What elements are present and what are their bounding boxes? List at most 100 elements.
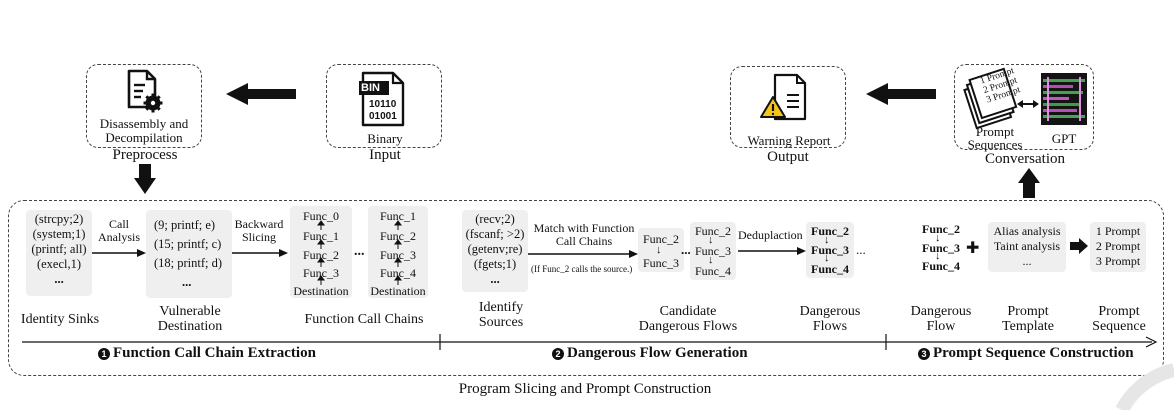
stage-number-badge: 1	[98, 347, 110, 360]
arrow-right-icon	[738, 247, 806, 255]
flow-func: Func_2	[643, 232, 679, 246]
chain-func: Func_1	[303, 229, 339, 243]
destination-item: (15; printf; c)	[154, 237, 222, 251]
input-box: BIN 10110 01001 Binary	[326, 64, 442, 148]
flow-func: Func_3	[921, 241, 960, 255]
sink-item: (printf; all)	[31, 242, 87, 256]
destination-item: ...	[182, 275, 192, 289]
conversation-caption: Conversation	[985, 151, 1065, 167]
output-caption: Output	[767, 149, 809, 165]
arrow-right-icon	[232, 249, 288, 257]
stage-number-badge: 3	[918, 347, 930, 360]
chain-func: Func_0	[303, 209, 339, 223]
gpt-label: GPT	[1051, 131, 1077, 146]
sequence-item: 3 Prompt	[1095, 254, 1141, 268]
input-caption: Input	[369, 147, 401, 163]
preprocess-caption: Preprocess	[112, 147, 178, 163]
gpt-logo-icon	[1041, 73, 1087, 125]
sources-label: Identify Sources	[478, 300, 524, 330]
preprocess-box-label: Disassembly and Decompilation	[99, 116, 189, 145]
template-item: ...	[1022, 254, 1032, 268]
sources-box: (recv;2) (fscanf; >2) (getenv;re) (fgets…	[462, 210, 528, 292]
chain-func: Func_3	[380, 248, 416, 262]
chain-destination: Destination	[370, 284, 426, 298]
down-arrow-glyph: ↓	[824, 234, 830, 246]
chain-destination: Destination	[293, 284, 349, 298]
flow-func: Func_2	[810, 224, 849, 238]
double-arrow-icon	[1017, 100, 1039, 108]
arrow-right-icon	[528, 250, 638, 258]
warning-report-icon	[760, 73, 807, 121]
chain-func: Func_1	[380, 209, 416, 223]
dangerous-flow-label: Dangerous Flow	[910, 304, 972, 334]
chain-func: Func_2	[303, 248, 339, 262]
destination-item: (9; printf; e)	[154, 218, 216, 232]
candidate-flow-a	[638, 228, 684, 272]
plus-icon: ✚	[966, 238, 980, 257]
stage2-title: 2 Dangerous Flow Generation	[552, 345, 748, 362]
destinations-box: (9; printf; e) (15; printf; c) (18; prin…	[146, 210, 232, 298]
prompt-sequence-label: Prompt Sequence	[1092, 304, 1146, 334]
left-arrow-icon	[866, 83, 936, 105]
arrow-right-icon	[92, 249, 146, 257]
down-arrow-glyph: ↓	[708, 254, 714, 266]
stage1-title: 1 Function Call Chain Extraction	[98, 345, 316, 362]
timeline-axis	[22, 334, 1158, 350]
stage-title-text: Dangerous Flow Generation	[567, 345, 748, 361]
flow-func: Func_4	[921, 259, 960, 273]
prompt-sequences-label: Prompt Sequences	[967, 124, 1023, 152]
template-item: Alias analysis	[993, 224, 1061, 238]
flow-func: Func_2	[921, 222, 960, 236]
backward-slicing-label: Backward Slicing	[234, 217, 284, 244]
stage-title-text: Prompt Sequence Construction	[933, 345, 1134, 361]
down-arrow-glyph: ↓	[708, 234, 714, 246]
sink-item: (execl,1)	[36, 257, 82, 271]
sink-item: (strcpy;2)	[34, 212, 84, 226]
output-box: Warning Report	[730, 66, 846, 148]
flow-func: Func_4	[695, 264, 731, 278]
down-arrow-icon	[134, 164, 156, 194]
prompt-papers-icon	[963, 67, 1018, 130]
chain-up-arrows	[394, 220, 402, 285]
call-analysis-label: Call Analysis	[98, 217, 140, 244]
figure-caption: Program Slicing and Prompt Construction	[458, 381, 712, 397]
stage3-title: 3 Prompt Sequence Construction	[918, 345, 1134, 362]
sequence-item: 1 Prompt	[1095, 224, 1141, 238]
bin-tag: BIN	[361, 82, 380, 94]
chains-label: Function Call Chains	[304, 312, 424, 327]
source-item: ...	[490, 272, 500, 286]
source-item: (getenv;re)	[467, 242, 523, 256]
chain-func: Func_3	[303, 266, 339, 280]
destination-item: (18; printf; d)	[154, 256, 223, 270]
main-pipeline-box	[8, 200, 1164, 376]
candidate-flow-b	[690, 222, 736, 280]
source-item: (recv;2)	[475, 212, 515, 226]
flow-func: Func_3	[810, 243, 849, 257]
chain-ellipsis: ...	[354, 244, 365, 259]
chain-func: Func_2	[380, 229, 416, 243]
source-item: (fgets;1)	[473, 257, 517, 271]
sink-item: ...	[54, 272, 64, 286]
template-item: Taint analysis	[993, 239, 1061, 253]
destinations-label: Vulnerable Destination	[157, 304, 223, 334]
watermark-curve-icon	[1115, 363, 1174, 410]
dangerous-ellipsis: ...	[856, 242, 866, 257]
input-box-label: Binary	[367, 131, 403, 146]
dedup-label: Deduplaction	[738, 228, 803, 242]
stage-title-text: Function Call Chain Extraction	[113, 345, 316, 361]
dangerous-flows-label: Dangerous Flows	[799, 304, 861, 334]
prompt-template-box: Alias analysis Taint analysis ...	[988, 222, 1066, 272]
sinks-label: Identity Sinks	[20, 312, 100, 327]
candidate-label: Candidate Dangerous Flows	[638, 304, 738, 334]
flow-func: Func_3	[643, 256, 679, 270]
prompt-sequence-box: 1 Prompt 2 Prompt 3 Prompt	[1090, 222, 1146, 272]
down-arrow-glyph: ↓	[935, 250, 941, 262]
candidate-ellipsis: ...	[681, 242, 691, 257]
stage-number-badge: 2	[552, 347, 564, 360]
match-label: Match with Function Call Chains	[533, 221, 635, 248]
sinks-box: (strcpy;2) (system;1) (printf; all) (exe…	[26, 210, 92, 296]
bin-line-1: 10110	[369, 99, 397, 110]
up-arrow-icon	[1018, 168, 1040, 198]
chain-func: Func_4	[380, 266, 416, 280]
binary-file-icon	[359, 71, 405, 127]
